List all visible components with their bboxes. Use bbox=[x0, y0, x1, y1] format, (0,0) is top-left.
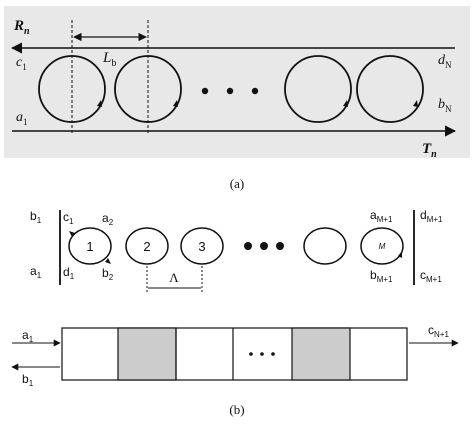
label-g-a1: a1 bbox=[22, 328, 34, 344]
grating-ellipsis-dot-3 bbox=[271, 352, 275, 356]
ring-b-m-label: M bbox=[379, 242, 386, 251]
panel-a: Rn c1 a1 dN bN Tn Lb (a) bbox=[4, 6, 470, 191]
ring-b-2-label: 2 bbox=[143, 239, 150, 254]
grating-ellipsis-dot-1 bbox=[249, 352, 253, 356]
grating-segment-shaded-2 bbox=[291, 327, 351, 381]
ring-b-2 bbox=[125, 227, 169, 265]
ring-n-direction-icon bbox=[413, 100, 418, 107]
label-a1: a1 bbox=[16, 110, 28, 127]
label-b-a1: a1 bbox=[30, 264, 42, 280]
ring-b-3-label: 3 bbox=[198, 239, 205, 254]
panel-a-background bbox=[4, 6, 470, 158]
ring-b-1 bbox=[68, 227, 112, 265]
label-b-a2: a2 bbox=[102, 211, 114, 227]
label-b-bM1: bM+1 bbox=[370, 268, 393, 284]
label-b-d1: d1 bbox=[63, 265, 75, 281]
label-g-b1: b1 bbox=[22, 372, 34, 388]
ring-b-3 bbox=[180, 227, 224, 265]
label-g-cN1: cN+1 bbox=[428, 323, 449, 339]
ring-1-direction-icon bbox=[97, 100, 102, 107]
grating-body bbox=[61, 327, 408, 381]
label-bN: bN bbox=[438, 97, 452, 114]
ring-2-direction-icon bbox=[173, 100, 178, 107]
ellipsis-dot-1 bbox=[201, 87, 209, 95]
ellipsis-dot-2 bbox=[226, 87, 234, 95]
label-b-dM1: dM+1 bbox=[420, 208, 443, 224]
ring-b-m bbox=[360, 227, 404, 265]
ring-b-1-arrow-bottom-icon bbox=[105, 258, 111, 264]
ring-b-m-arrow-icon bbox=[398, 251, 402, 258]
label-c1: c1 bbox=[16, 55, 27, 72]
ring-b-1-label: 1 bbox=[86, 239, 93, 254]
ring-1 bbox=[38, 55, 106, 123]
caption-a: (a) bbox=[230, 176, 244, 191]
label-b-b2: b2 bbox=[102, 266, 114, 282]
label-b-c1: c1 bbox=[63, 210, 74, 226]
label-b-b1: b1 bbox=[30, 209, 42, 225]
label-Lb: Lb bbox=[102, 50, 116, 69]
ring-n bbox=[356, 55, 424, 123]
b-ellipsis-dot-3 bbox=[276, 242, 284, 250]
ring-b-m-minus-1 bbox=[303, 227, 347, 265]
label-b-cM1: cM+1 bbox=[420, 268, 442, 284]
panel-b: 1 2 3 M Λ b1 a1 c1 d1 a2 b2 aM+1 dM+1 bM… bbox=[4, 198, 470, 417]
grating-ellipsis-dot-2 bbox=[260, 352, 264, 356]
label-b-aM1: aM+1 bbox=[370, 208, 393, 224]
label-T: Tn bbox=[422, 141, 437, 160]
grating-segment-shaded-1 bbox=[117, 327, 177, 381]
ring-2 bbox=[114, 55, 182, 123]
ellipsis-dot-3 bbox=[251, 87, 259, 95]
ring-b-1-arrow-top-icon bbox=[69, 231, 75, 237]
ring-n-minus-1 bbox=[284, 55, 352, 123]
label-dN: dN bbox=[438, 53, 452, 70]
ring-n-minus-1-direction-icon bbox=[343, 100, 348, 107]
label-R: Rn bbox=[13, 18, 30, 37]
caption-b: (b) bbox=[229, 402, 244, 417]
b-ellipsis-dot-2 bbox=[260, 242, 268, 250]
label-Lambda: Λ bbox=[169, 270, 179, 285]
b-ellipsis-dot-1 bbox=[244, 242, 252, 250]
